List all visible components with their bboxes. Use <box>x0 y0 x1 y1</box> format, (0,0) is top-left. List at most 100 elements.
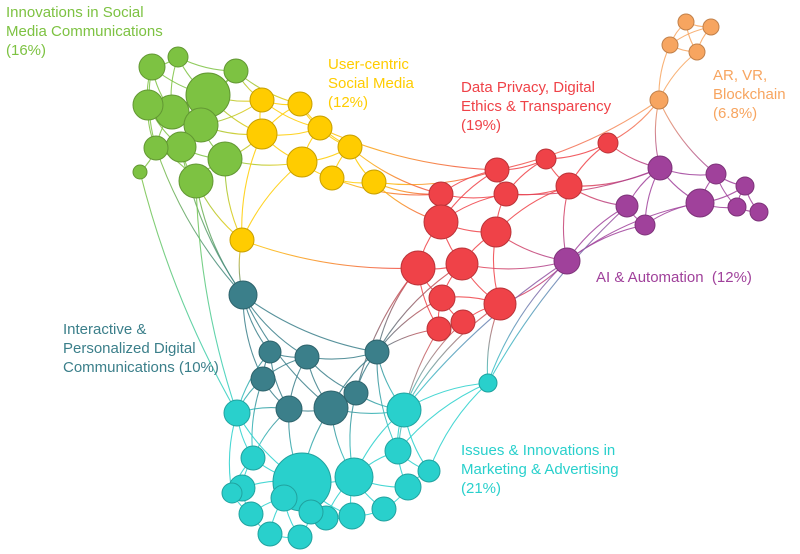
network-node-green <box>207 141 243 177</box>
network-edge <box>180 146 244 296</box>
network-node-teal <box>294 344 320 370</box>
network-node-yellow <box>229 227 255 253</box>
network-node-cyan <box>287 524 313 550</box>
network-node-orange <box>677 13 695 31</box>
network-node-yellow <box>319 165 345 191</box>
network-node-orange <box>702 18 720 36</box>
network-node-cyan <box>238 501 264 527</box>
network-node-cyan <box>221 482 243 504</box>
network-node-orange <box>649 90 669 110</box>
cluster-label-line: Interactive & <box>63 321 147 338</box>
network-node-yellow <box>307 115 333 141</box>
network-node-red <box>426 316 452 342</box>
network-node-teal <box>343 380 369 406</box>
cluster-label-line: (12%) <box>328 94 369 111</box>
network-edge <box>355 267 419 394</box>
cluster-label-line: Data Privacy, Digital <box>461 79 595 96</box>
network-edge <box>566 202 701 262</box>
cluster-label-user-centric: User-centric Social Media (12%) <box>328 55 414 112</box>
cluster-label-line: (19%) <box>461 117 502 134</box>
cluster-label-line: Marketing & Advertising <box>461 461 619 478</box>
network-node-yellow <box>249 87 275 113</box>
cluster-label-ar-vr-blockchain: AR, VR, Blockchain (6.8%) <box>713 66 786 123</box>
network-node-purple <box>685 188 715 218</box>
cluster-label-line: Communications (10%) <box>63 359 219 376</box>
network-node-purple <box>735 176 755 196</box>
network-edge <box>487 260 568 384</box>
network-node-cyan <box>298 499 324 525</box>
network-edge <box>195 180 238 414</box>
cluster-label-interactive-personalized: Interactive & Personalized Digital Commu… <box>63 320 219 377</box>
network-edge <box>403 260 568 411</box>
network-edge <box>319 127 498 171</box>
network-node-yellow <box>361 169 387 195</box>
network-node-cyan <box>270 484 298 512</box>
network-node-red <box>428 284 456 312</box>
network-node-red <box>555 172 583 200</box>
network-node-yellow <box>287 91 313 117</box>
network-node-red <box>493 181 519 207</box>
network-node-green <box>132 164 148 180</box>
network-node-green <box>167 46 189 68</box>
network-node-cyan <box>417 459 441 483</box>
network-node-green <box>143 135 169 161</box>
network-node-purple <box>727 197 747 217</box>
network-node-cyan <box>478 373 498 393</box>
cluster-label-ai-automation: AI & Automation (12%) <box>596 268 752 287</box>
network-node-red <box>428 181 454 207</box>
network-edge <box>242 294 378 353</box>
network-node-red <box>484 157 510 183</box>
network-node-green <box>138 53 166 81</box>
cluster-label-line: (21%) <box>461 480 502 497</box>
network-edge <box>139 171 238 414</box>
cluster-label-line: Ethics & Transparency <box>461 98 612 115</box>
network-node-yellow <box>337 134 363 160</box>
network-node-teal <box>250 366 276 392</box>
network-node-cyan <box>334 457 374 497</box>
network-edge <box>397 328 440 452</box>
network-node-cyan <box>257 521 283 547</box>
cluster-label-line: AI & Automation (12%) <box>596 269 752 286</box>
network-node-teal <box>228 280 258 310</box>
network-node-cyan <box>386 392 422 428</box>
cluster-label-line: Media Communications <box>6 23 163 40</box>
network-node-purple <box>634 214 656 236</box>
network-node-yellow <box>246 118 278 150</box>
network-node-green <box>183 107 219 143</box>
network-nodes <box>132 13 769 550</box>
network-node-green <box>223 58 249 84</box>
network-node-purple <box>705 163 727 185</box>
network-node-purple <box>615 194 639 218</box>
network-node-teal <box>275 395 303 423</box>
cluster-label-line: Personalized Digital <box>63 340 196 357</box>
network-node-purple <box>749 202 769 222</box>
network-node-purple <box>553 247 581 275</box>
network-node-teal <box>258 340 282 364</box>
network-node-orange <box>661 36 679 54</box>
network-node-teal <box>313 390 349 426</box>
cluster-label-line: (6.8%) <box>713 105 758 122</box>
network-node-cyan <box>240 445 266 471</box>
cluster-label-line: AR, VR, <box>713 67 768 84</box>
network-node-red <box>480 216 512 248</box>
network-node-red <box>597 132 619 154</box>
network-node-cyan <box>338 502 366 530</box>
network-node-yellow <box>286 146 318 178</box>
cluster-label-line: Innovations in Social <box>6 4 144 21</box>
network-node-cyan <box>384 437 412 465</box>
cluster-label-line: Issues & Innovations in <box>461 442 616 459</box>
network-edge <box>241 239 419 269</box>
network-edge <box>505 167 661 196</box>
cluster-label-innovations-social-media: Innovations in Social Media Communicatio… <box>6 3 163 60</box>
network-node-red <box>423 204 459 240</box>
network-node-red <box>535 148 557 170</box>
network-edge <box>155 147 244 296</box>
network-node-red <box>445 247 479 281</box>
cluster-label-line: Social Media <box>328 75 414 92</box>
network-node-green <box>165 131 197 163</box>
network-node-green <box>132 89 164 121</box>
network-node-teal <box>364 339 390 365</box>
network-node-green <box>178 163 214 199</box>
network-edge <box>241 133 263 241</box>
